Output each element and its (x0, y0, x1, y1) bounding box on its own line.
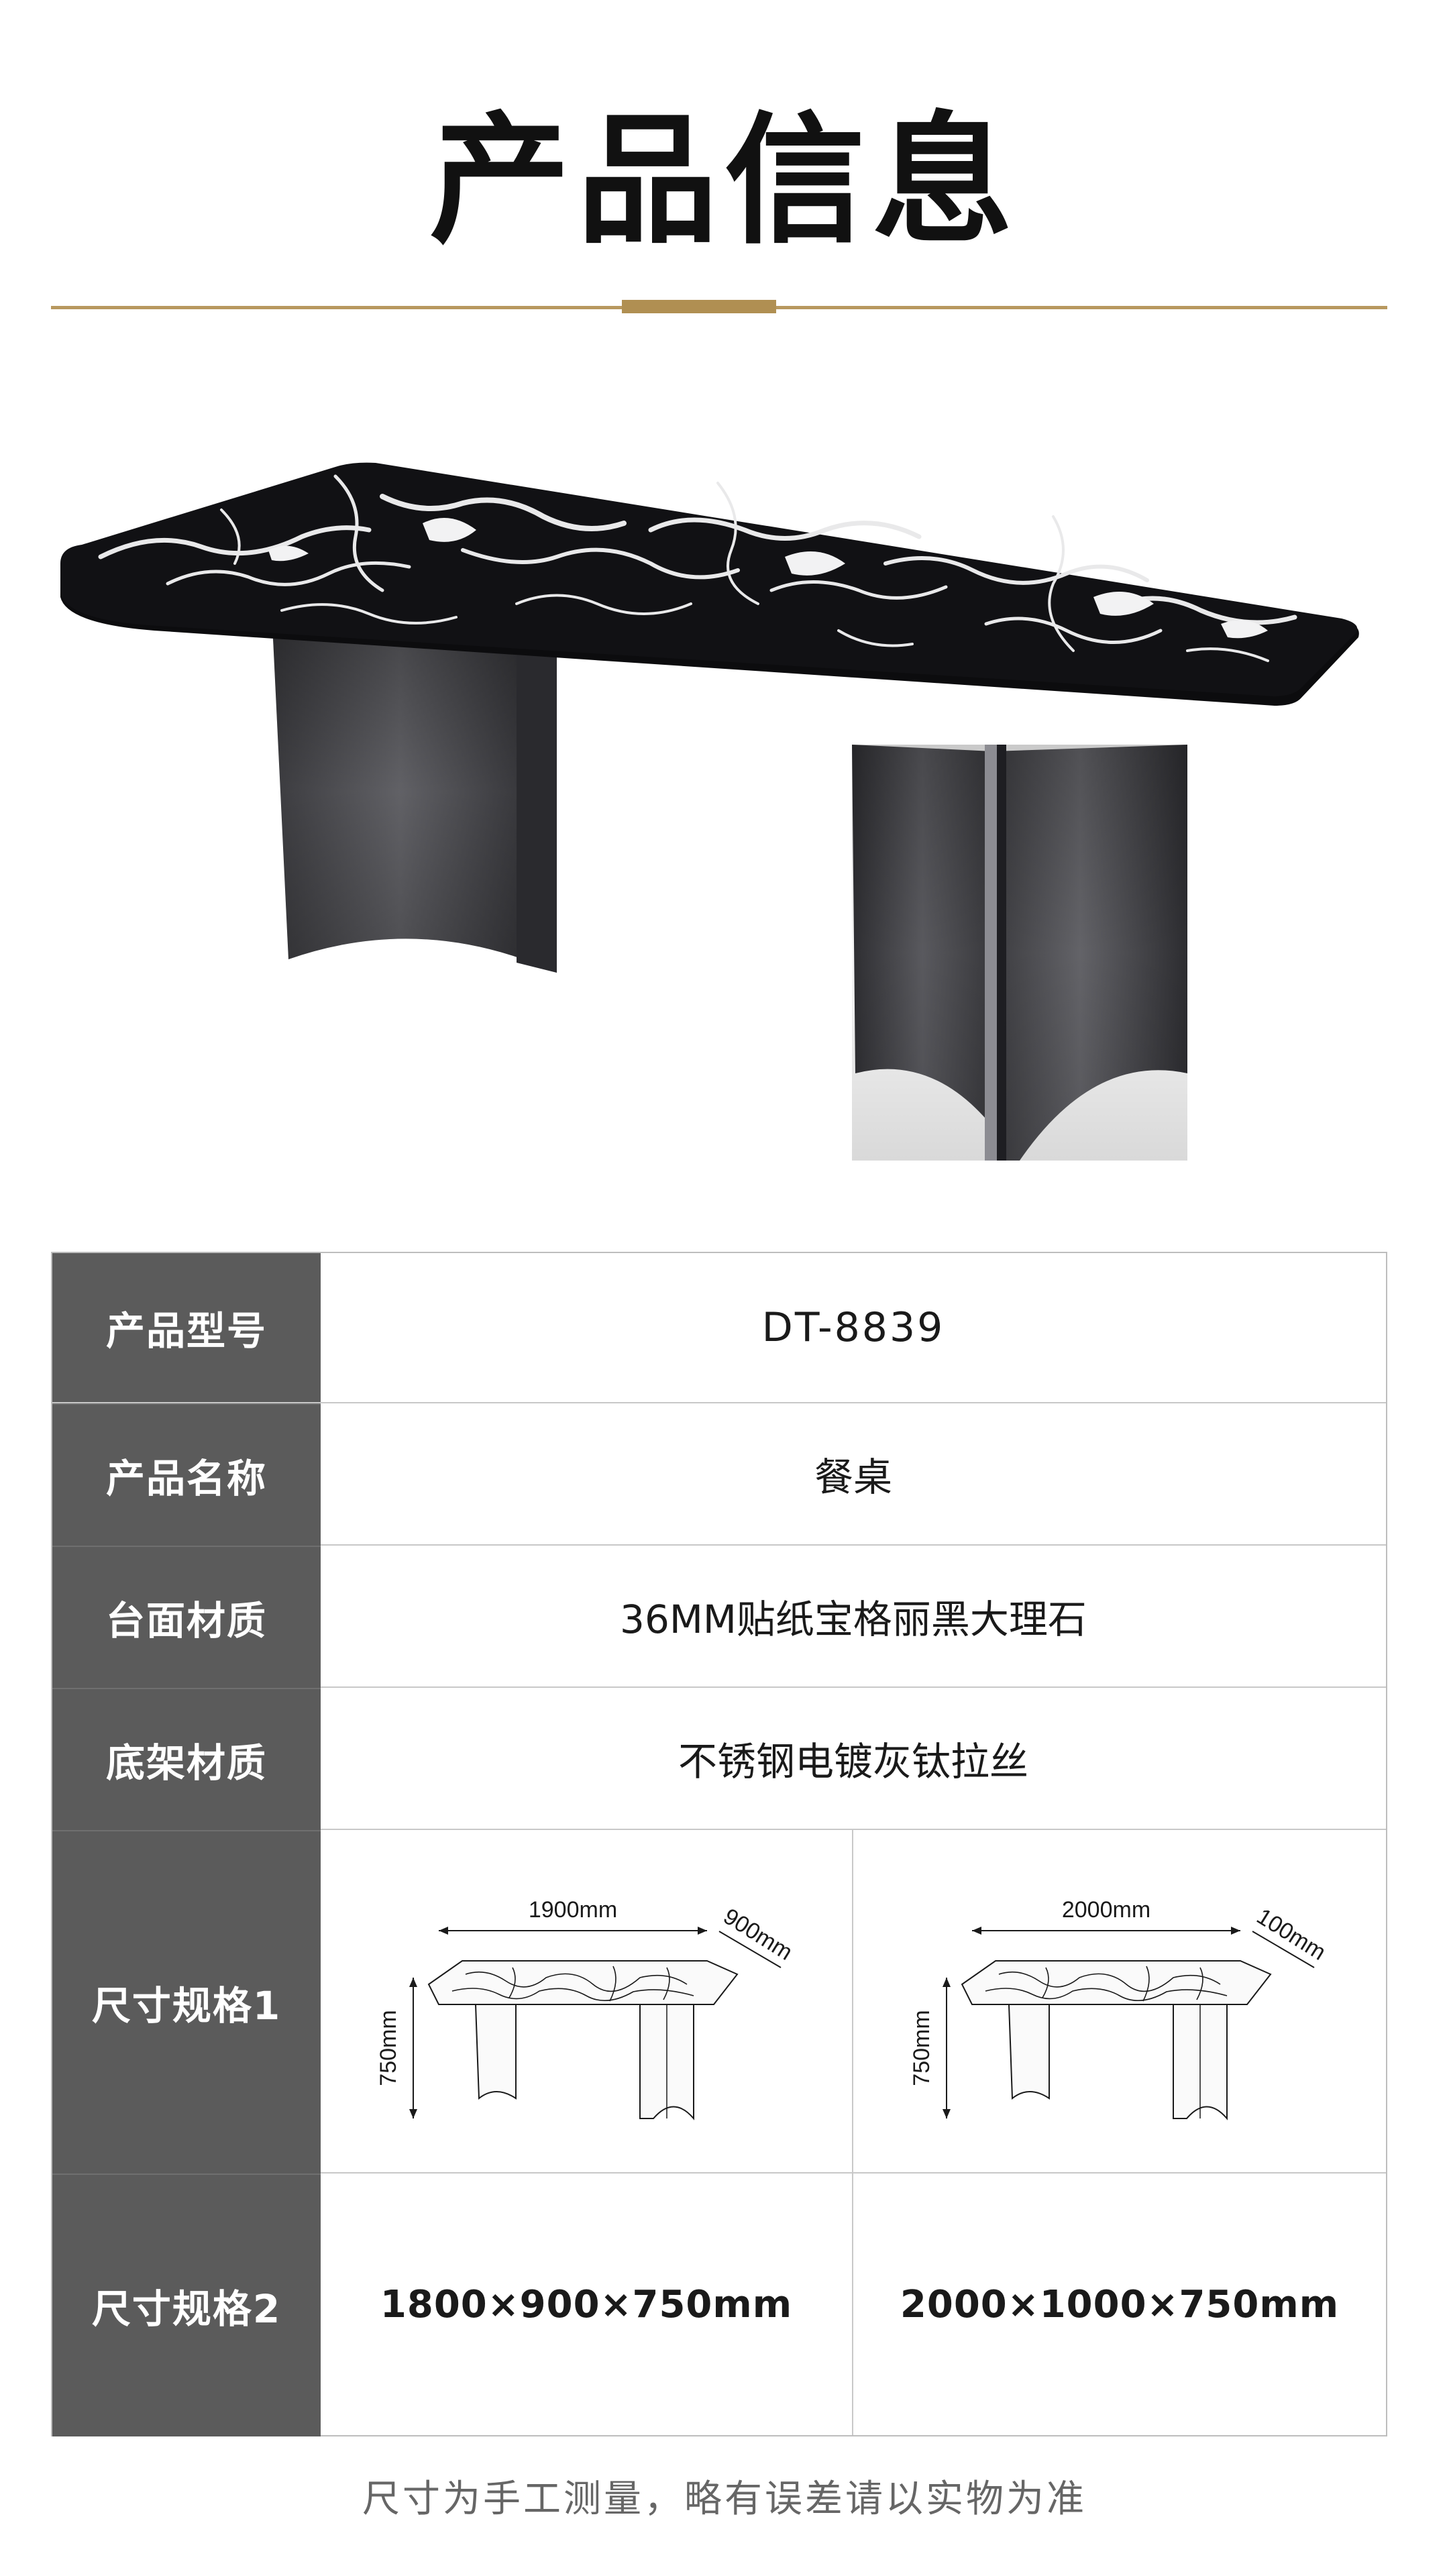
spec-row-base-material: 底架材质 不锈钢电镀灰钛拉丝 (52, 1688, 1386, 1830)
size1-dimension-diagram-right: 2000mm 100mm 750mm (909, 1897, 1330, 2121)
spec-row-size2: 尺寸规格2 1800×900×750mm 2000×1000×750mm (52, 2174, 1386, 2436)
size1-diagram-right-cell: 2000mm 100mm 750mm (853, 1830, 1386, 2172)
product-photo (60, 462, 1359, 1161)
spec-table: 产品型号 DT-8839 产品名称 餐桌 台面材质 36MM贴纸宝格丽黑大理石 … (51, 1252, 1387, 2436)
size1-left-length-label: 1900mm (529, 1897, 617, 1923)
size1-right-height-label: 750mm (909, 2010, 934, 2086)
spec-label-name: 产品名称 (52, 1403, 321, 1546)
size2-left-cell: 1800×900×750mm (321, 2174, 853, 2435)
spec-value-top-material: 36MM贴纸宝格丽黑大理石 (620, 1597, 1087, 1642)
spec-row-name: 产品名称 餐桌 (52, 1403, 1386, 1546)
size2-right-cell: 2000×1000×750mm (853, 2174, 1386, 2435)
size1-left-depth-label: 900mm (719, 1904, 797, 1966)
spec-row-top-material: 台面材质 36MM贴纸宝格丽黑大理石 (52, 1546, 1386, 1688)
spec-value-model: DT-8839 (761, 1304, 945, 1351)
size1-dimension-diagram-left: 1900mm 900mm 750mm (376, 1897, 797, 2121)
measurement-disclaimer: 尺寸为手工测量，略有误差请以实物为准 (362, 2477, 1087, 2521)
spec-label-size1: 尺寸规格1 (52, 1830, 321, 2174)
size1-right-depth-label: 100mm (1252, 1904, 1330, 1966)
size2-right-value: 2000×1000×750mm (900, 2282, 1340, 2326)
spec-label-top-material: 台面材质 (52, 1546, 321, 1688)
size1-left-height-label: 750mm (376, 2010, 401, 2086)
size1-diagram-left-cell: 1900mm 900mm 750mm (321, 1830, 853, 2172)
size1-right-length-label: 2000mm (1062, 1897, 1150, 1923)
title-divider-accent (622, 300, 776, 313)
page-title: 产品信息 (429, 99, 1020, 263)
spec-value-base-material: 不锈钢电镀灰钛拉丝 (678, 1739, 1028, 1784)
spec-label-size2: 尺寸规格2 (52, 2174, 321, 2436)
spec-row-size1: 尺寸规格1 1900mm 900mm 750mm (52, 1830, 1386, 2174)
spec-row-model: 产品型号 DT-8839 (52, 1253, 1386, 1403)
spec-value-name: 餐桌 (814, 1454, 892, 1500)
size2-left-value: 1800×900×750mm (380, 2282, 793, 2326)
spec-label-base-material: 底架材质 (52, 1688, 321, 1830)
spec-label-model: 产品型号 (52, 1253, 321, 1402)
